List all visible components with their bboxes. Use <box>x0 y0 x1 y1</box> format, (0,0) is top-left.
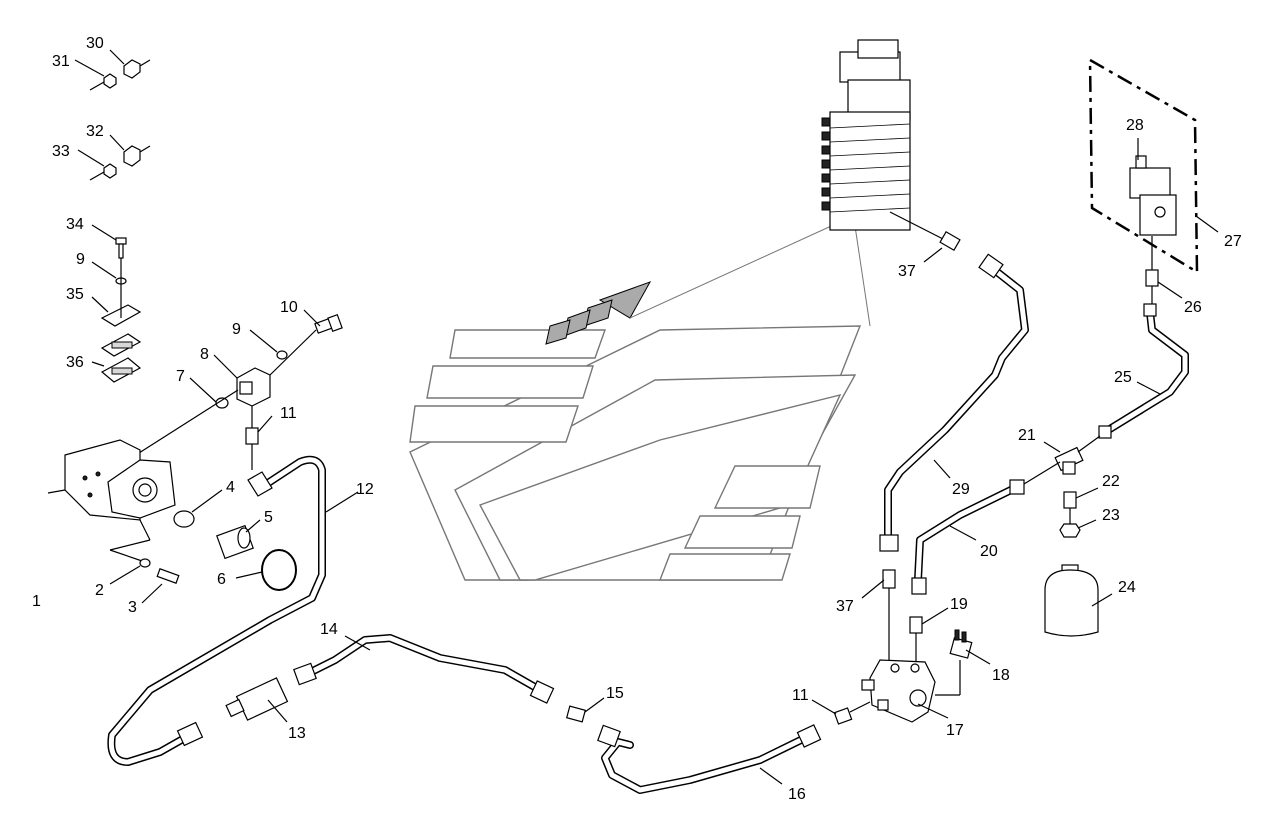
fitting-37-lower <box>882 569 896 589</box>
label-11-lower: 11 <box>792 687 809 704</box>
fitting-15 <box>565 705 587 723</box>
clamp-halves-36 <box>100 333 142 383</box>
hydraulic-tube-12 <box>107 455 326 766</box>
label-8: 8 <box>200 346 209 363</box>
label-21: 21 <box>1018 427 1036 444</box>
background-logo <box>409 221 871 581</box>
label-31: 31 <box>52 53 70 70</box>
o-ring-4 <box>173 510 195 528</box>
label-33: 33 <box>52 143 70 160</box>
fitting-37-lower-nut <box>879 534 899 552</box>
clamp-plate-35 <box>100 258 142 327</box>
label-24: 24 <box>1118 579 1136 596</box>
hydraulic-tube-29 <box>884 264 1029 544</box>
label-34: 34 <box>66 216 84 233</box>
fitting-31 <box>103 73 117 89</box>
label-7: 7 <box>176 368 185 385</box>
mounting-block-8 <box>236 367 271 407</box>
label-27: 27 <box>1224 233 1242 250</box>
label-23: 23 <box>1102 507 1120 524</box>
o-ring-7 <box>215 397 229 409</box>
o-ring-6 <box>261 549 297 591</box>
label-25: 25 <box>1114 369 1132 386</box>
bolt-10 <box>314 313 343 334</box>
fitting-11-upper <box>245 427 259 445</box>
label-37-lower: 37 <box>836 598 854 615</box>
washer-2 <box>139 558 151 568</box>
label-35: 35 <box>66 286 84 303</box>
label-36: 36 <box>66 354 84 371</box>
nut-32 <box>123 145 141 167</box>
label-4: 4 <box>226 479 235 496</box>
label-28: 28 <box>1126 117 1144 134</box>
solenoid-valve-box <box>1088 58 1199 275</box>
label-15: 15 <box>606 685 624 702</box>
label-32: 32 <box>86 123 104 140</box>
seal-washer-23 <box>1059 523 1081 538</box>
label-20: 20 <box>980 543 998 560</box>
label-18: 18 <box>992 667 1010 684</box>
hydraulic-tube-14 <box>301 634 544 694</box>
label-17: 17 <box>946 722 964 739</box>
label-29: 29 <box>952 481 970 498</box>
bolt-34 <box>115 237 127 259</box>
label-22: 22 <box>1102 473 1120 490</box>
coupling-5 <box>216 524 254 560</box>
fitting-26 <box>1145 269 1159 287</box>
washer-9-upper <box>276 350 288 360</box>
inline-filter-13 <box>225 677 289 721</box>
label-11-upper: 11 <box>280 405 297 422</box>
tee-fitting-21 <box>1054 446 1084 475</box>
valve-block-17 <box>861 659 936 723</box>
leader-lines <box>74 49 1219 785</box>
label-12: 12 <box>356 481 374 498</box>
label-30: 30 <box>86 35 104 52</box>
label-2: 2 <box>95 582 104 599</box>
hydraulic-tube-20 <box>914 484 1019 584</box>
part-labels: 1 2 3 4 5 6 7 8 9 9 10 11 11 12 13 14 15… <box>32 35 1242 803</box>
fitting-22 <box>1063 491 1077 509</box>
screw-3 <box>156 568 180 584</box>
label-10: 10 <box>280 299 298 316</box>
control-valve-stack <box>821 39 911 231</box>
label-9-upper: 9 <box>232 321 241 338</box>
pressure-switch-18 <box>949 629 973 659</box>
label-19: 19 <box>950 596 968 613</box>
hydraulic-tube-16 <box>601 734 809 794</box>
accumulator-24 <box>1044 564 1099 637</box>
label-9-lower: 9 <box>76 251 85 268</box>
label-1: 1 <box>32 593 41 610</box>
nut-30 <box>123 59 141 79</box>
label-26: 26 <box>1184 299 1202 316</box>
label-16: 16 <box>788 786 806 803</box>
label-3: 3 <box>128 599 137 616</box>
fitting-11-lower <box>833 707 853 725</box>
label-14: 14 <box>320 621 338 638</box>
label-5: 5 <box>264 509 273 526</box>
hydraulic-tube-25 <box>1101 308 1189 436</box>
fitting-33 <box>103 163 117 179</box>
fitting-37-top <box>939 230 1004 279</box>
arrow-shape <box>598 281 652 319</box>
label-37-upper: 37 <box>898 263 916 280</box>
label-6: 6 <box>217 571 226 588</box>
pump-1 <box>64 439 176 521</box>
fitting-19 <box>909 616 923 634</box>
label-13: 13 <box>288 725 306 742</box>
